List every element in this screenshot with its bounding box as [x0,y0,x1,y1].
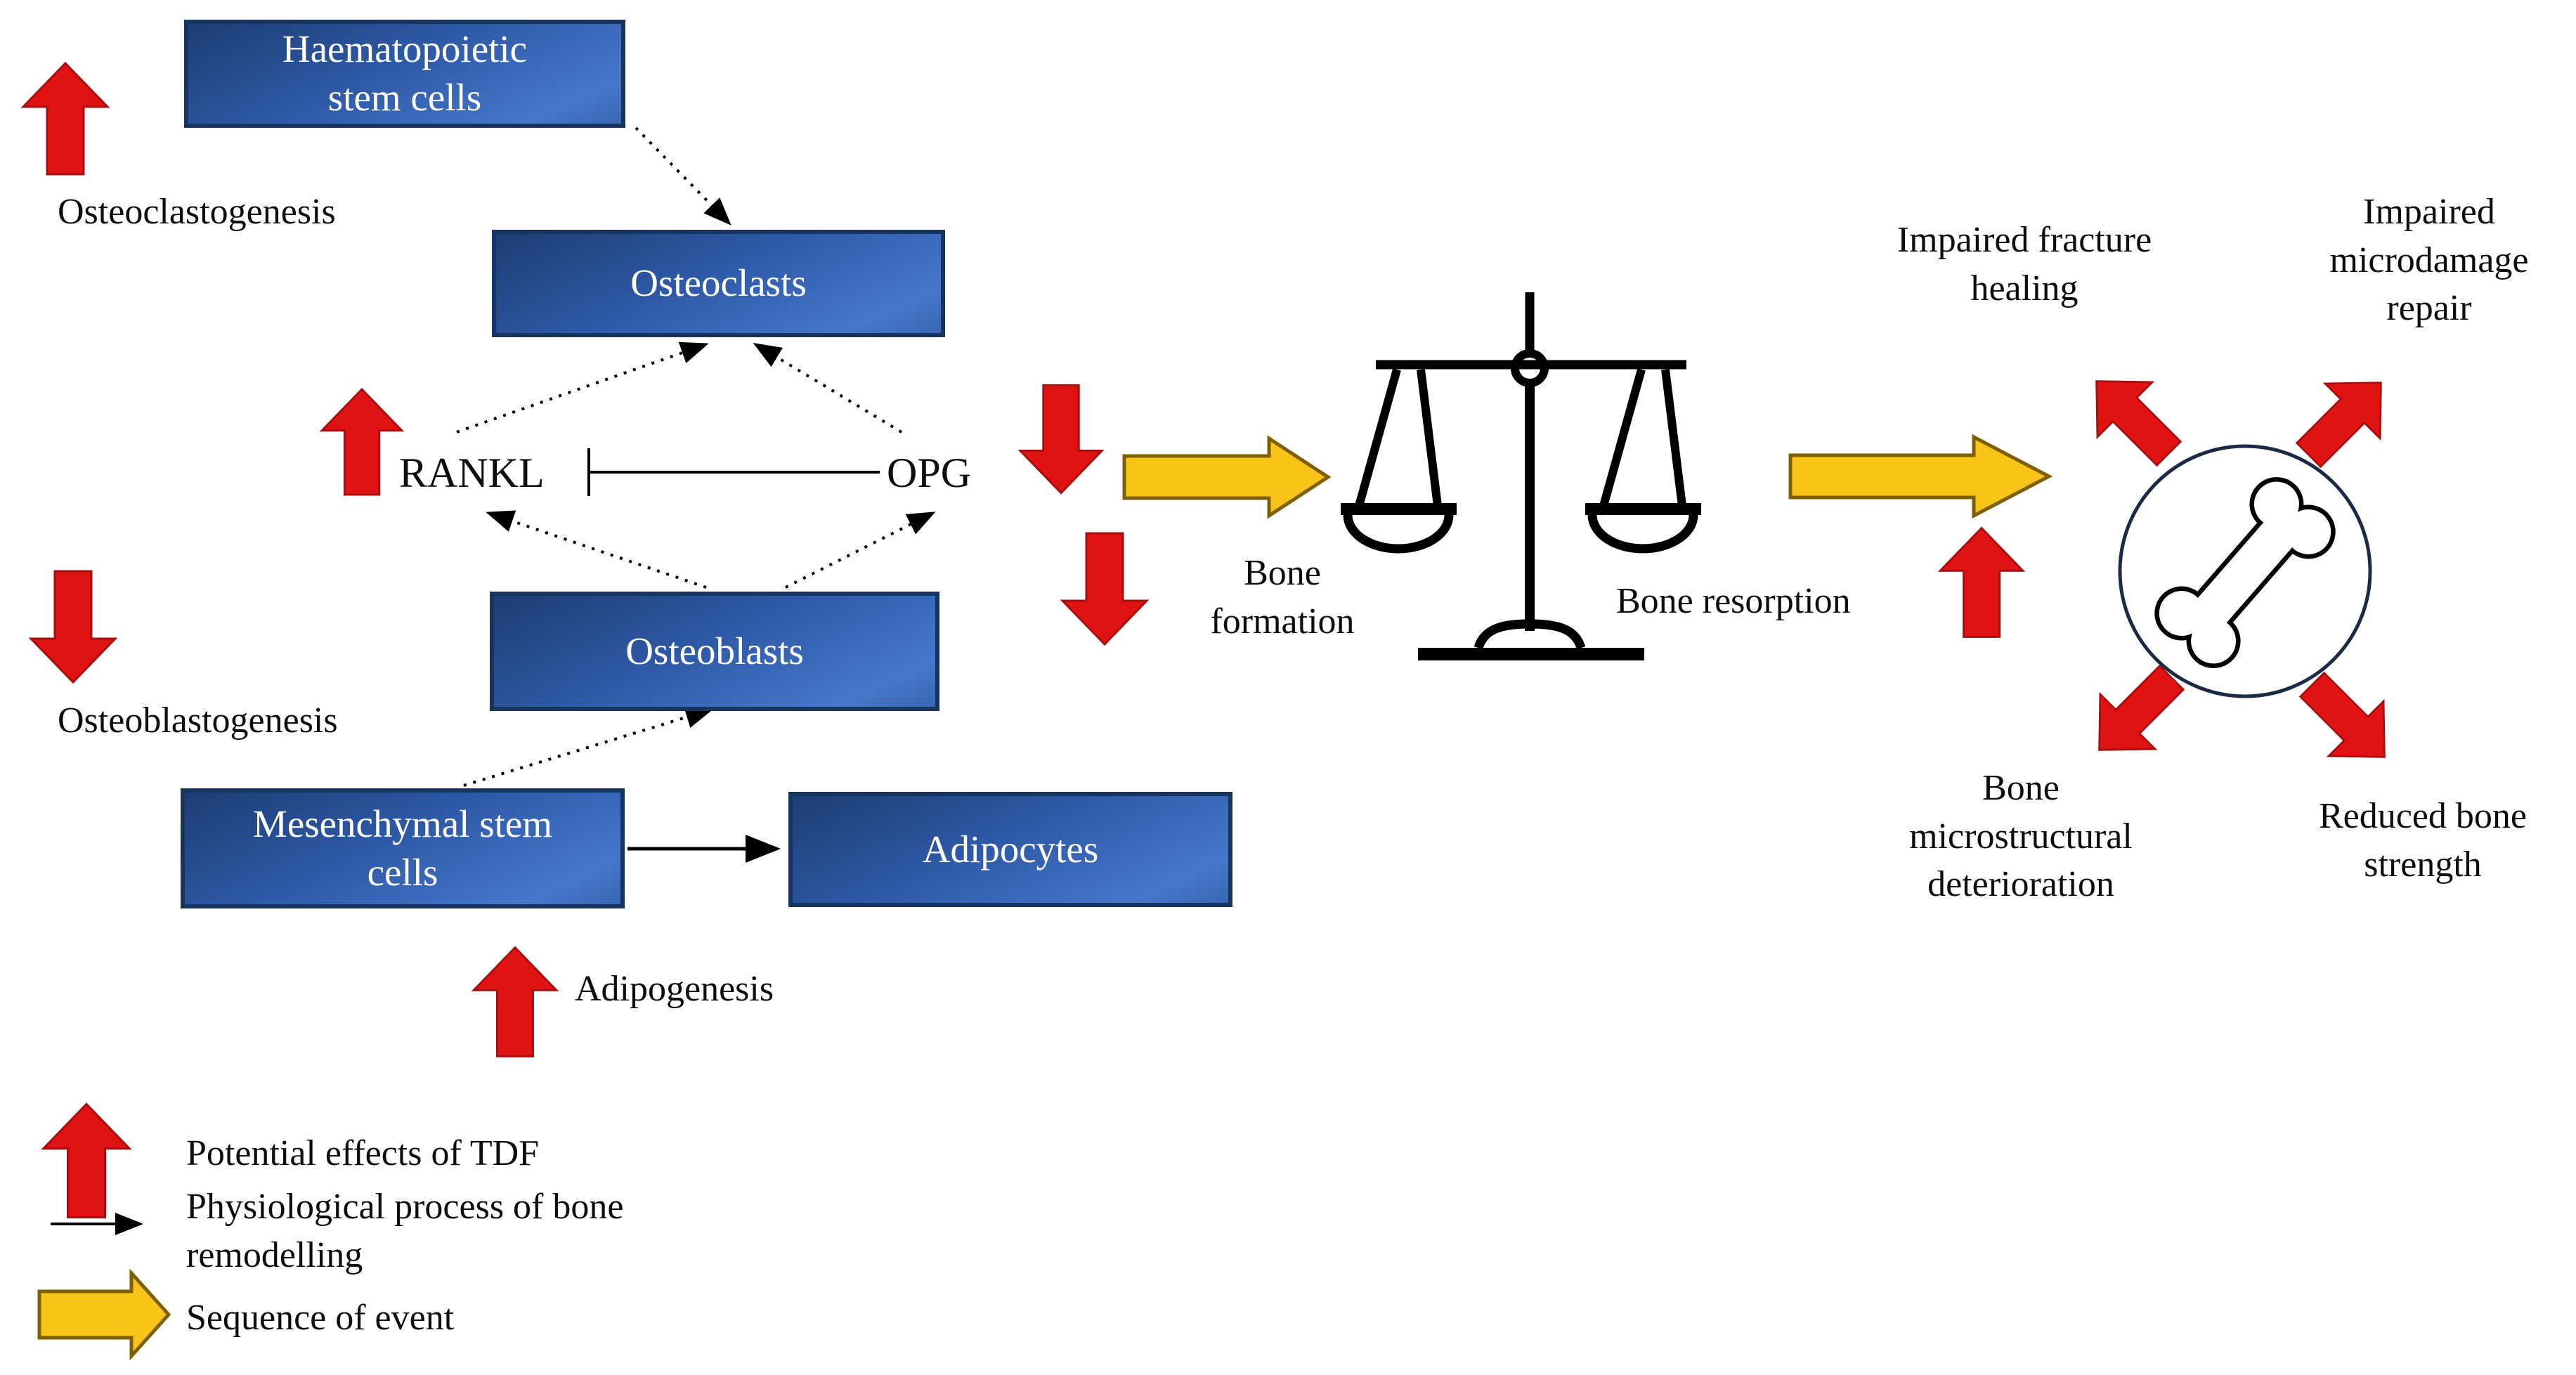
label-bone-resorption: Bone resorption [1616,581,1851,621]
red-up-arrow-rankl [320,388,403,496]
label-bone-microstructural-deterioration: Bone microstructural deterioration [1909,768,2133,905]
red-down-arrow-bone-formation [1061,532,1148,646]
balance-scale-icon [1341,292,1701,660]
legend-yellow-right-arrow [37,1268,171,1361]
box-osteoblasts: Osteoblasts [490,592,939,711]
legend-label-tdf: Potential effects of TDF [186,1133,540,1173]
label-impaired-microdamage-repair: Impaired microdamage repair [2329,192,2529,329]
box-label: Haematopoietic stem cells [282,27,528,119]
label-reduced-bone-strength: Reduced bone strength [2318,796,2527,885]
bone-in-circle-icon [2118,444,2372,698]
box-label: Mesenchymal stem cells [252,802,553,894]
label-opg: OPG [887,450,972,496]
box-haematopoietic-stem-cells: Haematopoietic stem cells [184,20,625,128]
box-label: Osteoclasts [630,261,807,305]
connector-msc-to-osteoblasts [463,706,714,787]
inhibition-line-opg-rankl [587,448,880,496]
red-up-arrow-adipogenesis [472,946,558,1057]
label-rankl: RANKL [399,450,545,496]
legend-red-up-arrow [42,1102,131,1219]
red-up-arrow-bone-resorption [1939,527,2024,638]
connector-osteoblasts-to-opg [785,511,936,589]
label-adipogenesis: Adipogenesis [575,969,774,1009]
yellow-right-arrow-2 [1788,434,2053,519]
box-label: Adipocytes [922,827,1099,871]
red-down-arrow-osteoblastogenesis [30,570,117,684]
label-osteoblastogenesis: Osteoblastogenesis [58,700,338,741]
connector-opg-to-osteoclasts [753,342,903,434]
connector-hsc-to-osteoclasts [635,126,731,226]
box-label: Osteoblasts [625,629,804,672]
box-adipocytes: Adipocytes [788,792,1232,907]
red-down-arrow-opg [1019,384,1103,495]
connector-rankl-to-osteoclasts [456,341,709,434]
box-mesenchymal-stem-cells: Mesenchymal stem cells [181,788,625,908]
connector-osteoblasts-to-rankl [486,510,707,589]
box-osteoclasts: Osteoclasts [492,230,945,337]
remodelling-connectors [456,126,936,787]
legend-label-physiological: Physiological process of bone remodellin… [186,1187,624,1275]
legend-label-sequence: Sequence of event [186,1298,455,1338]
yellow-right-arrow-1 [1122,435,1332,519]
red-arrow-impaired-fracture [2068,353,2197,482]
label-osteoclastogenesis: Osteoclastogenesis [58,192,336,232]
red-up-arrow-osteoclastogenesis [22,62,109,176]
label-impaired-fracture-healing: Impaired fracture healing [1897,220,2152,308]
label-bone-formation: Bone formation [1210,553,1355,641]
